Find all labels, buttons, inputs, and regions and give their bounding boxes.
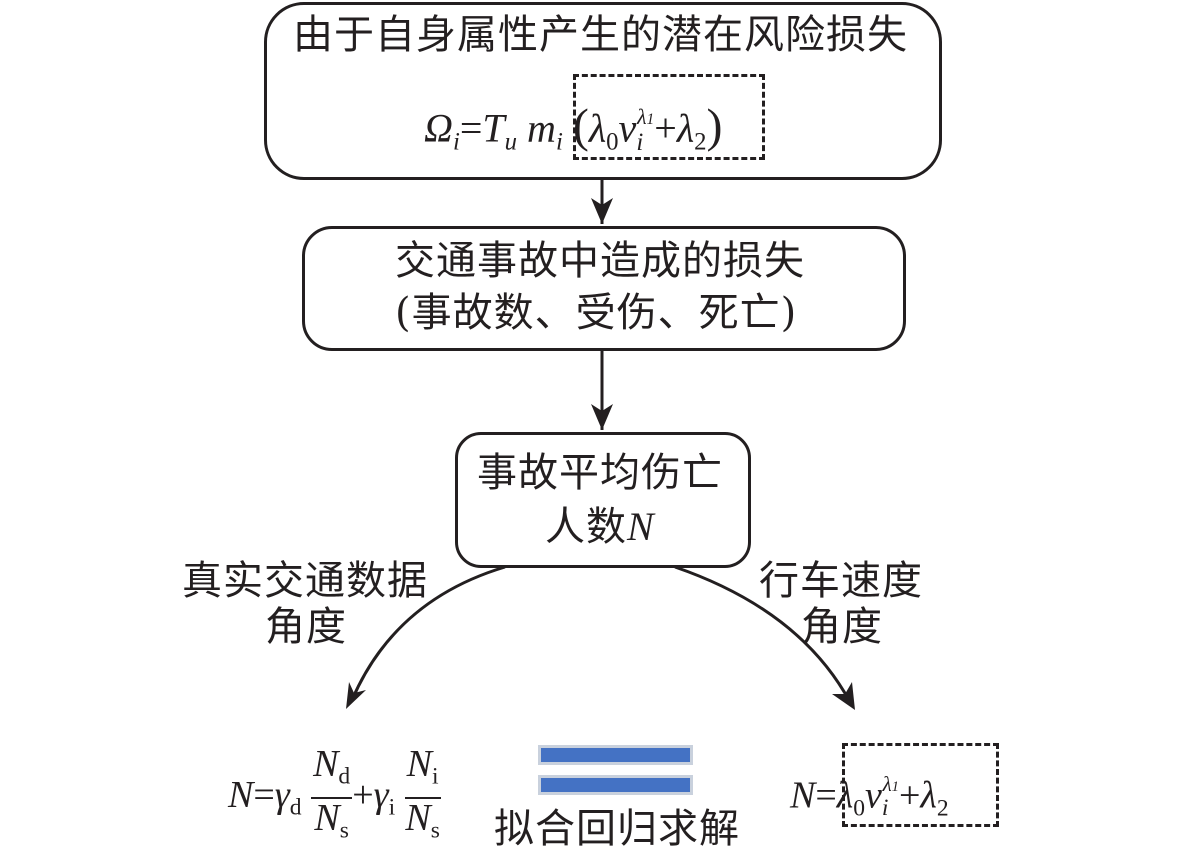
equivalence-bar-top — [538, 745, 693, 765]
symbol-n: N — [790, 774, 816, 817]
symbol-n: N — [627, 504, 655, 549]
symbol-lambda2: λ — [676, 105, 695, 151]
arrowhead-2 — [591, 404, 613, 430]
symbol-lambda0: λ — [588, 105, 607, 151]
node-accident-loss-line2: (事故数、受伤、死亡) — [395, 290, 798, 336]
node-accident-loss-line1: 交通事故中造成的损失 — [395, 238, 805, 284]
subscript: d — [289, 794, 302, 821]
formula-omega: Ωi=Tu mi (λ0viλ1+λ2) — [424, 92, 723, 168]
subscript: i — [452, 128, 460, 156]
symbol-gamma-i: γ — [373, 774, 389, 817]
right-paren: ) — [706, 99, 723, 153]
subscript: s — [339, 817, 349, 844]
subscript: i — [432, 763, 439, 790]
highlight-dashed-box-bottom — [842, 743, 999, 827]
subscript: i — [881, 795, 889, 822]
subscript: 2 — [694, 128, 707, 156]
equals-sign: = — [815, 774, 837, 817]
symbol-lambda0: λ — [836, 774, 854, 817]
edge-label-real-data-line1: 真实交通数据 — [182, 558, 428, 604]
left-paren: ( — [572, 99, 589, 153]
formula-real-data: N=γd Nd Ns +γi Ni Ns — [228, 743, 441, 852]
symbol-n: N — [228, 774, 254, 817]
node-avg-casualty-line2: 人数N — [545, 504, 655, 550]
arrowhead-right — [832, 682, 855, 710]
plus-sign: + — [898, 774, 921, 817]
symbol-n: N — [314, 797, 340, 840]
arrowhead-left — [346, 682, 366, 709]
node-accident-loss — [302, 226, 906, 351]
node-avg-casualty-text: 人数 — [545, 504, 627, 550]
subscript: i — [636, 128, 644, 156]
symbol-omega: Ω — [424, 105, 453, 151]
superscript-sub: 1 — [891, 779, 899, 795]
equals-sign: = — [253, 774, 275, 817]
superscript: λ1 — [637, 104, 654, 129]
symbol-n: N — [405, 797, 431, 840]
subscript: 2 — [936, 795, 949, 822]
equivalence-label: 拟合回归求解 — [494, 806, 740, 852]
symbol-t: T — [482, 105, 505, 151]
plus-sign: + — [654, 105, 677, 151]
superscript: λ1 — [883, 772, 899, 796]
symbol-n: N — [406, 743, 433, 785]
symbol-lambda2: λ — [920, 774, 937, 817]
subscript: 0 — [606, 128, 619, 156]
subscript: 0 — [853, 795, 866, 822]
symbol-v: v — [618, 105, 637, 151]
superscript-sub: 1 — [646, 111, 655, 128]
subscript: d — [338, 763, 351, 790]
fraction-nd-ns: Nd Ns — [311, 743, 353, 852]
equivalence-bar-bottom — [538, 775, 693, 795]
symbol-n: N — [313, 743, 339, 785]
symbol-m: m — [527, 105, 556, 151]
subscript: i — [388, 794, 396, 821]
denominator: Ns — [311, 797, 352, 851]
plus-sign: + — [352, 774, 374, 817]
arrowhead-1 — [591, 198, 613, 224]
formula-speed: N=λ0viλ1+λ2 — [790, 760, 949, 832]
symbol-v: v — [865, 774, 882, 817]
superscript-lambda: λ — [637, 104, 647, 129]
subscript: s — [430, 817, 440, 844]
node-avg-casualty — [455, 432, 751, 568]
edge-label-speed-line1: 行车速度 — [759, 558, 923, 604]
highlight-dashed-box-top — [573, 74, 765, 160]
subscript: u — [504, 128, 518, 156]
equals-sign: = — [459, 105, 483, 151]
edge-label-speed-line2: 角度 — [801, 604, 883, 650]
fraction-ni-ns: Ni Ns — [404, 743, 441, 852]
denominator: Ns — [405, 797, 441, 851]
node-potential-risk-loss — [264, 2, 942, 180]
superscript-lambda: λ — [882, 772, 892, 796]
node-potential-risk-loss-label: 由于自身属性产生的潜在风险损失 — [293, 12, 908, 58]
edge-label-real-data-line2: 角度 — [265, 604, 347, 650]
symbol-gamma-d: γ — [274, 774, 290, 817]
node-avg-casualty-line1: 事故平均伤亡 — [477, 450, 723, 496]
subscript: i — [555, 128, 563, 156]
numerator: Nd — [311, 743, 353, 800]
curve-right-speed — [674, 565, 852, 703]
curve-left-real-data — [350, 565, 506, 701]
numerator: Ni — [404, 743, 441, 800]
